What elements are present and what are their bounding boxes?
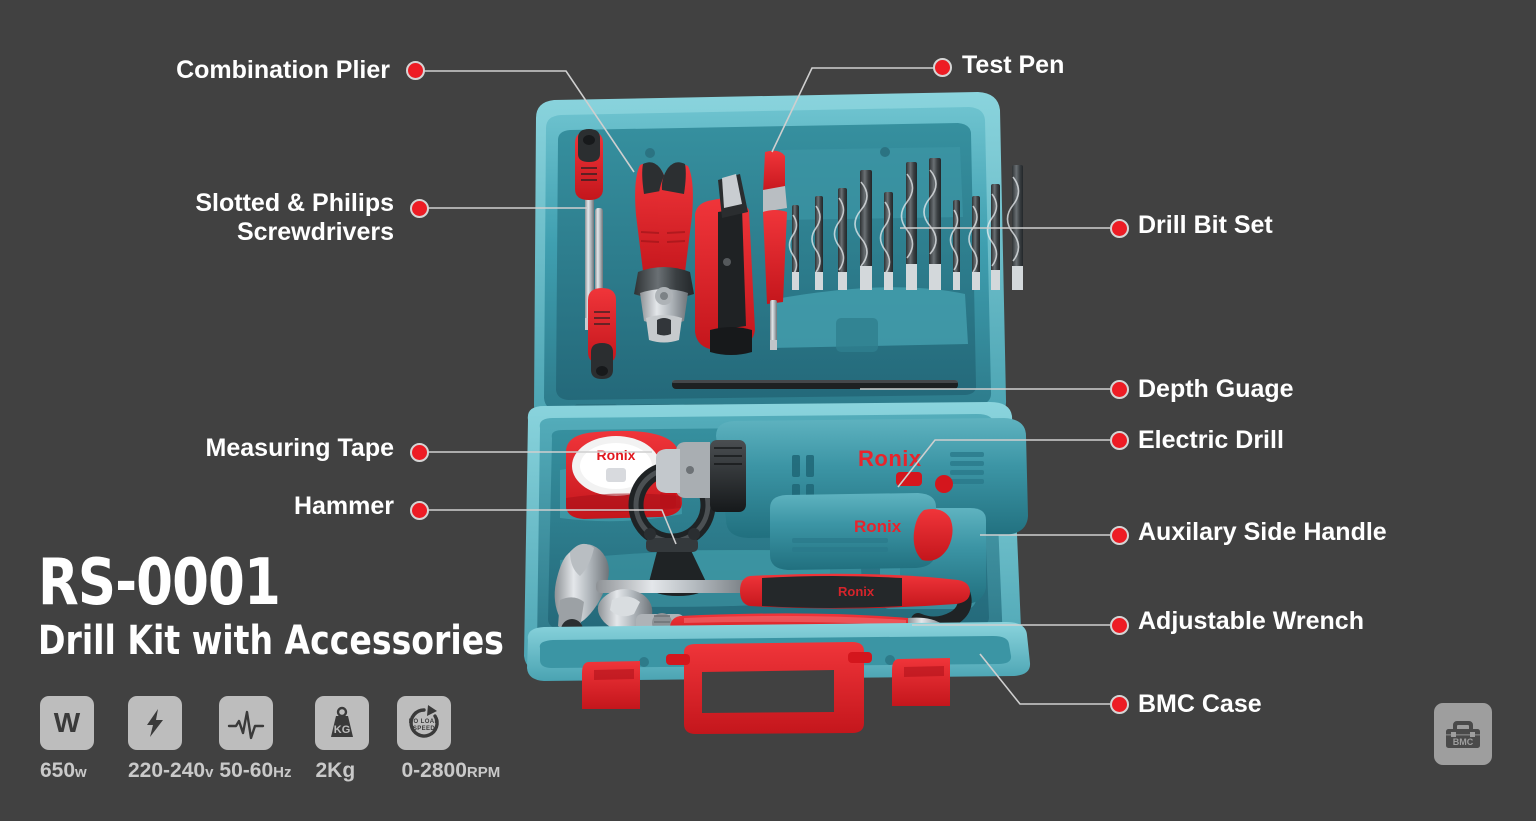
spec-weight: KG 2Kg xyxy=(315,696,370,783)
label-bmc-case: BMC Case xyxy=(1138,690,1262,718)
marker-slotted-philips[interactable] xyxy=(410,199,429,218)
marker-electric-drill[interactable] xyxy=(1110,431,1129,450)
spec-power-value: 650w xyxy=(40,759,87,782)
spec-no-load-speed: NO LOAD SPEED 0-2800RPM xyxy=(397,696,500,783)
marker-drill-bit-set[interactable] xyxy=(1110,219,1129,238)
weight-icon: KG xyxy=(315,696,370,750)
label-depth-guage: Depth Guage xyxy=(1138,375,1294,403)
label-adjustable-wrench: Adjustable Wrench xyxy=(1138,607,1364,635)
no-load-speed-icon: NO LOAD SPEED xyxy=(397,696,452,750)
frequency-icon xyxy=(219,696,274,750)
voltage-icon xyxy=(128,696,182,750)
tool-hammer: Ronix xyxy=(554,543,970,641)
spec-power: W 650w xyxy=(40,696,94,783)
label-hammer: Hammer xyxy=(293,492,394,520)
case-handle xyxy=(666,642,872,734)
marker-test-pen[interactable] xyxy=(933,58,952,77)
svg-text:KG: KG xyxy=(334,724,351,736)
marker-adjustable-wrench[interactable] xyxy=(1110,616,1129,635)
marker-depth-guage[interactable] xyxy=(1110,380,1129,399)
case-latch-left xyxy=(582,661,640,709)
marker-measuring-tape[interactable] xyxy=(410,443,429,462)
spec-frequency-value: 50-60Hz xyxy=(219,759,292,782)
spec-no-load-speed-value: 0-2800RPM xyxy=(401,759,501,782)
spec-frequency: 50-60Hz xyxy=(219,696,291,783)
tool-screwdriver-2 xyxy=(588,208,616,379)
label-combination-plier: Combination Plier xyxy=(176,56,390,84)
tool-depth-guage xyxy=(672,380,958,389)
spec-voltage-value: 220-240v xyxy=(128,759,214,782)
tool-test-pen xyxy=(763,150,787,350)
label-test-pen: Test Pen xyxy=(962,51,1065,79)
marker-bmc-case[interactable] xyxy=(1110,695,1129,714)
case-front xyxy=(527,622,1031,734)
label-electric-drill: Electric Drill xyxy=(1138,426,1284,454)
marker-combination-plier[interactable] xyxy=(406,61,425,80)
label-measuring-tape: Measuring Tape xyxy=(205,434,394,462)
product-subtitle: Drill Kit with Accessories xyxy=(38,618,504,664)
tool-drill-bit-set xyxy=(788,158,1023,290)
svg-text:NO LOAD: NO LOAD xyxy=(409,719,440,725)
spec-voltage: 220-240v xyxy=(128,696,213,783)
tool-measuring-tape: Ronix xyxy=(566,430,682,519)
svg-text:SPEED: SPEED xyxy=(413,726,436,732)
case-latch-right xyxy=(892,658,950,706)
marker-hammer[interactable] xyxy=(410,501,429,520)
tool-utility-knife xyxy=(695,174,755,355)
spec-weight-value: 2Kg xyxy=(315,759,356,782)
toolbox-icon: BMC xyxy=(1446,721,1480,748)
bmc-badge-label: BMC xyxy=(1453,737,1474,747)
label-drill-bit-set: Drill Bit Set xyxy=(1138,211,1273,239)
svg-text:Ronix: Ronix xyxy=(597,447,636,463)
label-slotted-philips: Slotted & Philips Screwdrivers xyxy=(195,189,394,246)
marker-auxilary-side-handle[interactable] xyxy=(1110,526,1129,545)
tool-combination-plier xyxy=(634,162,694,343)
product-model: RS-0001 xyxy=(38,546,281,620)
bmc-badge: BMC xyxy=(1434,703,1492,765)
watt-icon: W xyxy=(40,696,94,750)
product-headline: RS-0001 Drill Kit with Accessories xyxy=(38,546,544,664)
svg-text:Ronix: Ronix xyxy=(838,584,875,599)
spec-strip: W 650w 220-240v 50-60Hz xyxy=(40,696,518,783)
svg-text:Ronix: Ronix xyxy=(858,446,922,471)
label-auxilary-side-handle: Auxilary Side Handle xyxy=(1138,518,1387,546)
svg-text:W: W xyxy=(54,707,81,738)
svg-text:Ronix: Ronix xyxy=(854,517,902,536)
